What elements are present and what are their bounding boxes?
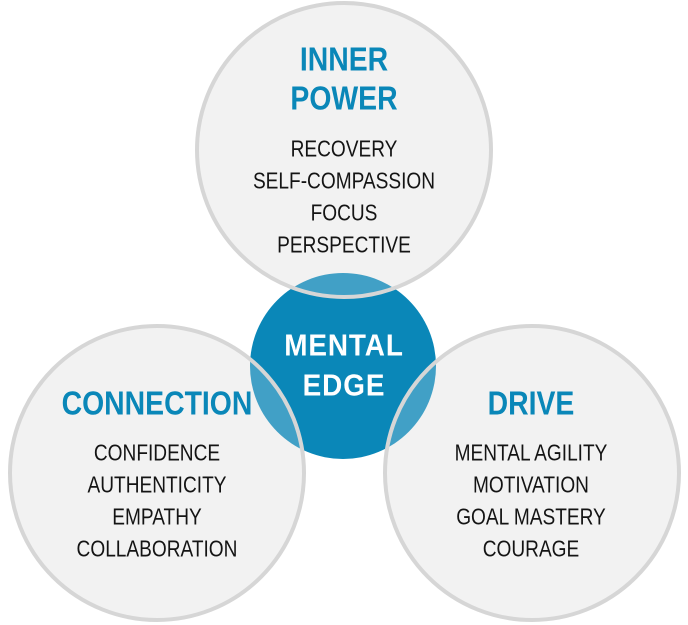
connection-item: COLLABORATION — [76, 535, 238, 562]
connection-title: CONNECTION — [61, 384, 253, 422]
connection-item: AUTHENTICITY — [87, 471, 227, 498]
inner-power-circle — [197, 3, 491, 297]
drive-item: MENTAL AGILITY — [454, 439, 608, 466]
drive-item: COURAGE — [482, 535, 580, 562]
mental-edge-label-line-1: MENTAL — [284, 327, 404, 363]
mental-edge-circle — [250, 273, 436, 459]
mental-edge-label-line-2: EDGE — [302, 367, 386, 403]
inner-power-title-line-2: POWER — [290, 79, 398, 117]
inner-power-circle-outline — [195, 1, 493, 299]
connection-item: EMPATHY — [112, 503, 202, 530]
drive-circle — [385, 326, 679, 620]
drive-item: GOAL MASTERY — [456, 503, 606, 530]
inner-power-item: PERSPECTIVE — [277, 231, 411, 258]
inner-power-title-line-1: INNER — [299, 40, 389, 78]
inner-power-item: FOCUS — [310, 199, 378, 226]
inner-power-item: RECOVERY — [290, 135, 398, 162]
connection-circle — [10, 326, 304, 620]
inner-power-item: SELF-COMPASSION — [252, 167, 436, 194]
drive-title: DRIVE — [487, 384, 575, 422]
drive-item: MOTIVATION — [473, 471, 589, 498]
connection-circle-outline — [8, 324, 306, 622]
drive-circle-outline — [383, 324, 681, 622]
connection-item: CONFIDENCE — [93, 439, 221, 466]
